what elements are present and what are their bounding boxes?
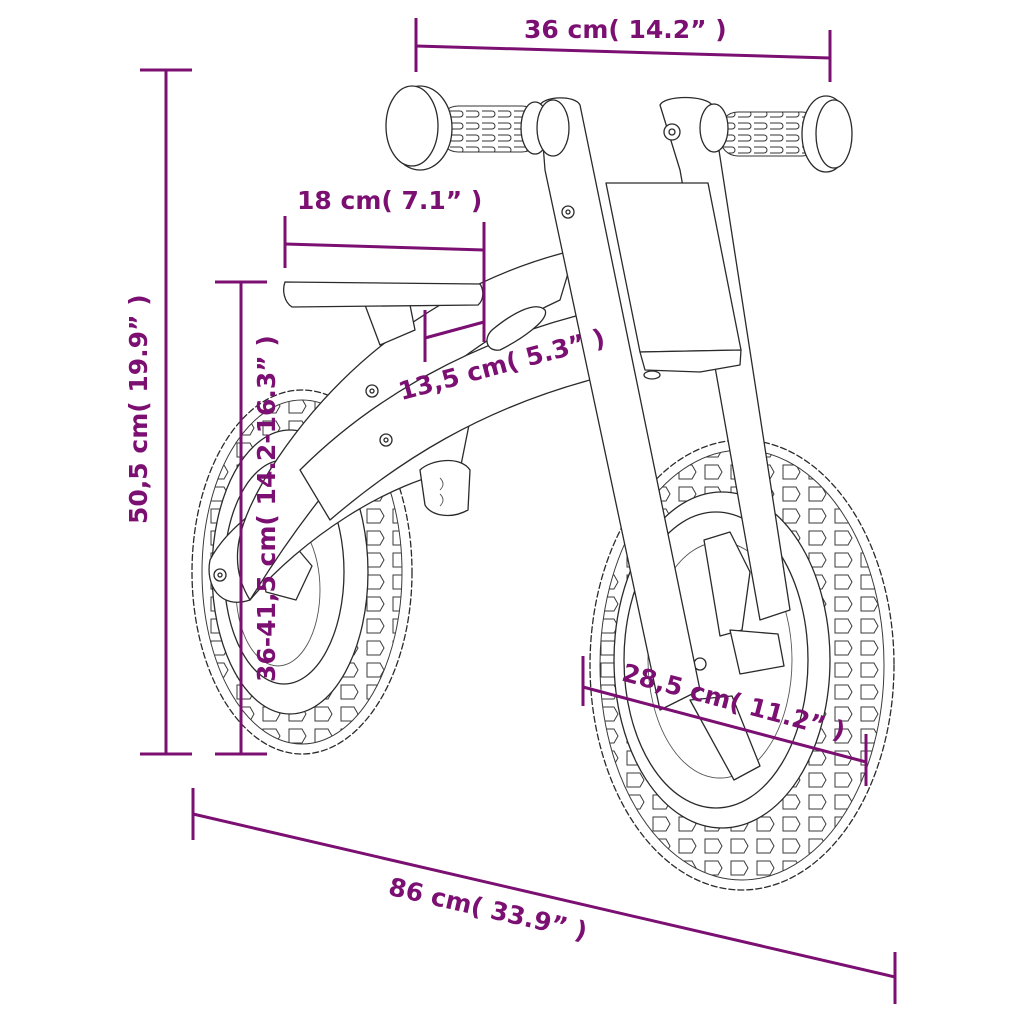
main-frame	[236, 249, 603, 601]
handlebar-width-label: 36 cm( 14.2” )	[524, 15, 727, 44]
seat-height-label: 36-41,5 cm( 14.2-16.3” )	[252, 335, 281, 682]
seat-length-label: 18 cm( 7.1” )	[297, 186, 483, 215]
handlebar-right	[699, 95, 853, 173]
dimension-lines	[140, 18, 897, 1004]
seat	[283, 281, 484, 346]
overall-height-label: 50,5 cm( 19.9” )	[124, 294, 153, 524]
front-fork	[539, 96, 791, 711]
handlebar-left	[385, 85, 570, 171]
